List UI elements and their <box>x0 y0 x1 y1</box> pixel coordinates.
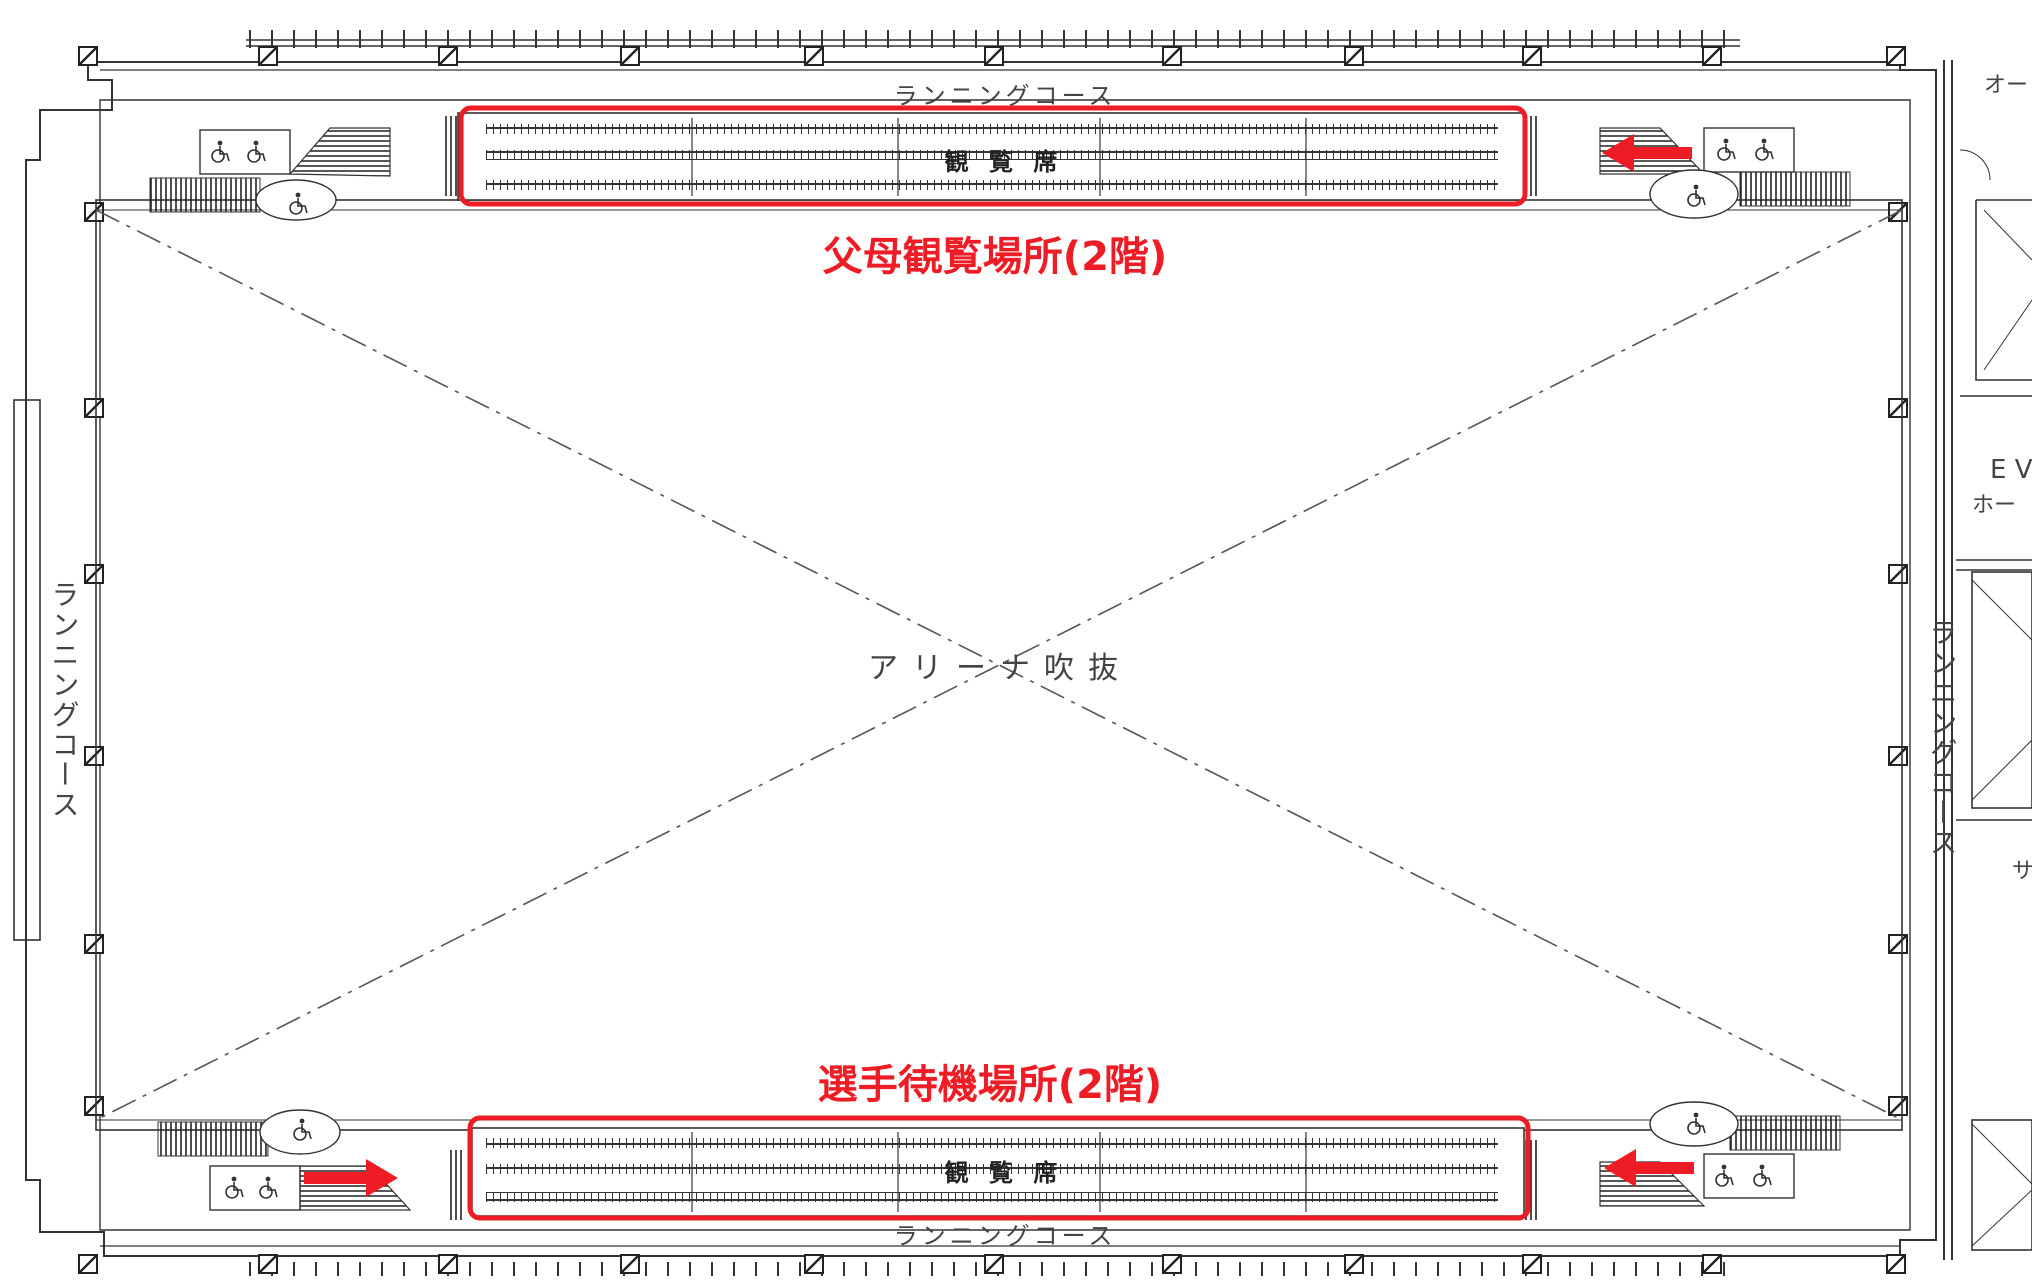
column-marker <box>1702 1254 1722 1274</box>
wheelchair-icon <box>289 192 308 215</box>
column-marker <box>1888 934 1908 954</box>
column-marker <box>1162 1254 1182 1274</box>
parents-viewing-highlight-box <box>458 105 1528 207</box>
column-marker <box>804 1254 824 1274</box>
column-marker <box>1522 1254 1542 1274</box>
column-marker <box>1162 46 1182 66</box>
column-marker <box>984 46 1004 66</box>
running-course-label-right: ランニングコース <box>1926 618 1959 858</box>
running-course-label-top: ランニングコース <box>894 82 1117 110</box>
top-wall-ticks <box>249 30 1725 48</box>
column-marker <box>1888 398 1908 418</box>
column-marker <box>804 46 824 66</box>
column-marker <box>984 1254 1004 1274</box>
column-marker <box>78 46 98 66</box>
arrow-left-icon <box>1604 1149 1694 1187</box>
running-course-label-left: ランニングコース <box>48 580 81 820</box>
column-marker <box>1888 564 1908 584</box>
column-marker <box>1344 1254 1364 1274</box>
parents-viewing-label: 父母観覧場所(2階) <box>823 234 1167 280</box>
column-marker <box>84 398 104 418</box>
bottom-seating-area <box>157 1101 1841 1220</box>
column-marker <box>1886 46 1906 66</box>
running-course-label-bottom: ランニングコース <box>894 1222 1117 1250</box>
players-waiting-highlight-box <box>467 1115 1531 1221</box>
column-marker <box>258 1254 278 1274</box>
wheelchair-icon <box>293 1118 312 1141</box>
wheelchair-icon <box>1755 138 1774 161</box>
column-marker <box>84 934 104 954</box>
wheelchair-icon <box>1687 1112 1706 1135</box>
column-marker <box>1886 1254 1906 1274</box>
arena-void-label: アリーナ吹抜 <box>868 651 1132 686</box>
players-waiting-label: 選手待機場所(2階) <box>818 1062 1162 1108</box>
wheelchair-icons <box>211 138 1774 1199</box>
column-marker <box>1888 1096 1908 1116</box>
right-label-fragment-2: E V <box>1990 455 2032 485</box>
column-marker <box>84 746 104 766</box>
arrow-right-icon <box>304 1159 398 1197</box>
wheelchair-icon <box>1715 1164 1734 1187</box>
column-marker <box>620 46 640 66</box>
column-marker <box>84 564 104 584</box>
wheelchair-icon <box>1717 138 1736 161</box>
column-marker <box>78 1254 98 1274</box>
column-marker <box>84 1096 104 1116</box>
wheelchair-icon <box>211 140 230 163</box>
column-marker <box>258 46 278 66</box>
column-marker <box>1344 46 1364 66</box>
column-marker <box>438 46 458 66</box>
wheelchair-icon <box>259 1176 278 1199</box>
wheelchair-icon <box>1753 1164 1772 1187</box>
right-label-fragment-3: ホー <box>1972 493 2016 518</box>
column-marker <box>1888 746 1908 766</box>
arrow-left-icon <box>1602 134 1692 172</box>
wheelchair-icon <box>1687 184 1706 207</box>
column-marker <box>1522 46 1542 66</box>
right-label-fragment-1: オー <box>1984 73 2028 98</box>
column-marker <box>84 202 104 222</box>
column-marker <box>1702 46 1722 66</box>
seating-label-bottom: 観 覧 席 <box>945 1159 1064 1187</box>
column-marker <box>620 1254 640 1274</box>
right-label-fragment-4: サ <box>2012 859 2032 884</box>
column-marker <box>438 1254 458 1274</box>
wheelchair-icon <box>225 1176 244 1199</box>
wheelchair-icon <box>247 140 266 163</box>
right-rooms <box>1956 149 2032 1251</box>
seating-label-top: 観 覧 席 <box>945 148 1064 176</box>
